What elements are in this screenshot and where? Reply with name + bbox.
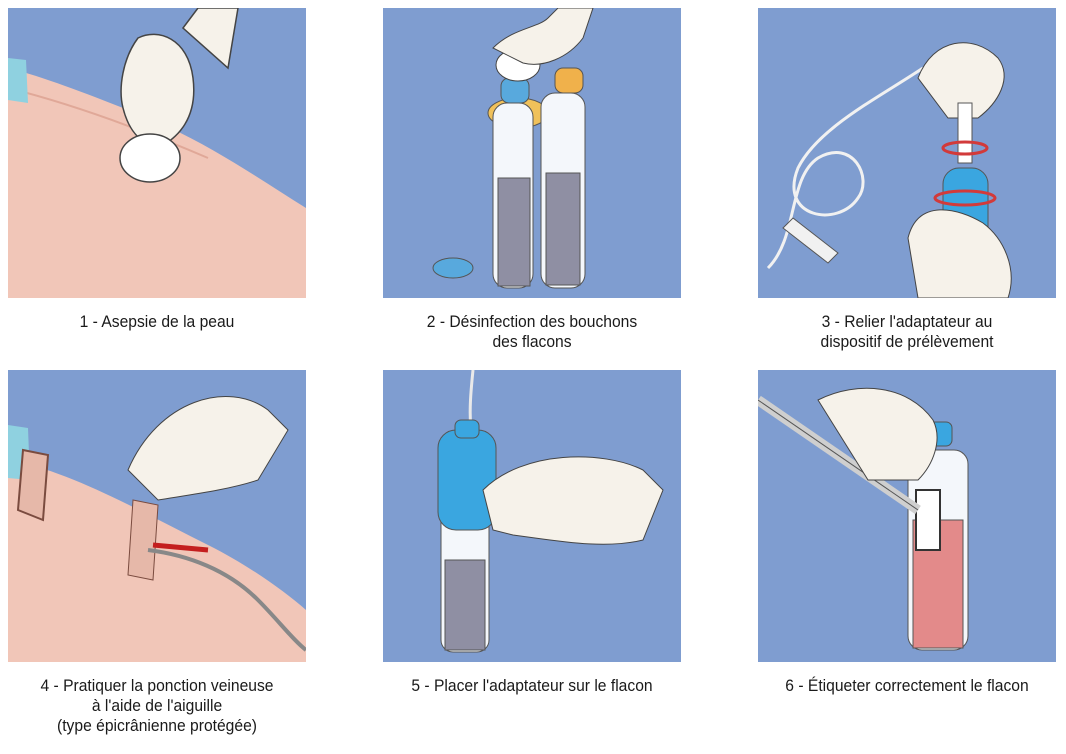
step4-caption: 4 - Pratiquer la ponction veineuse à l'a… [20,676,294,736]
step5-caption: 5 - Placer l'adaptateur sur le flacon [395,676,669,696]
step6-caption: 6 - Étiqueter correctement le flacon [770,676,1044,696]
adapter-on-bottle-icon [383,370,681,662]
step6-illustration [758,370,1056,662]
step5-illustration [383,370,681,662]
arm-swab-icon [8,8,306,298]
step2-caption: 2 - Désinfection des bouchons des flacon… [395,312,669,352]
step3-caption: 3 - Relier l'adaptateur au dispositif de… [770,312,1044,352]
venipuncture-icon [8,370,306,662]
step1-illustration [8,8,306,298]
two-culture-bottles-icon [383,8,681,298]
labelled-bottle-icon [758,370,1056,662]
step2-illustration [383,8,681,298]
tubing-adapter-icon [758,8,1056,298]
step3-illustration [758,8,1056,298]
step4-illustration [8,370,306,662]
step1-caption: 1 - Asepsie de la peau [20,312,294,332]
